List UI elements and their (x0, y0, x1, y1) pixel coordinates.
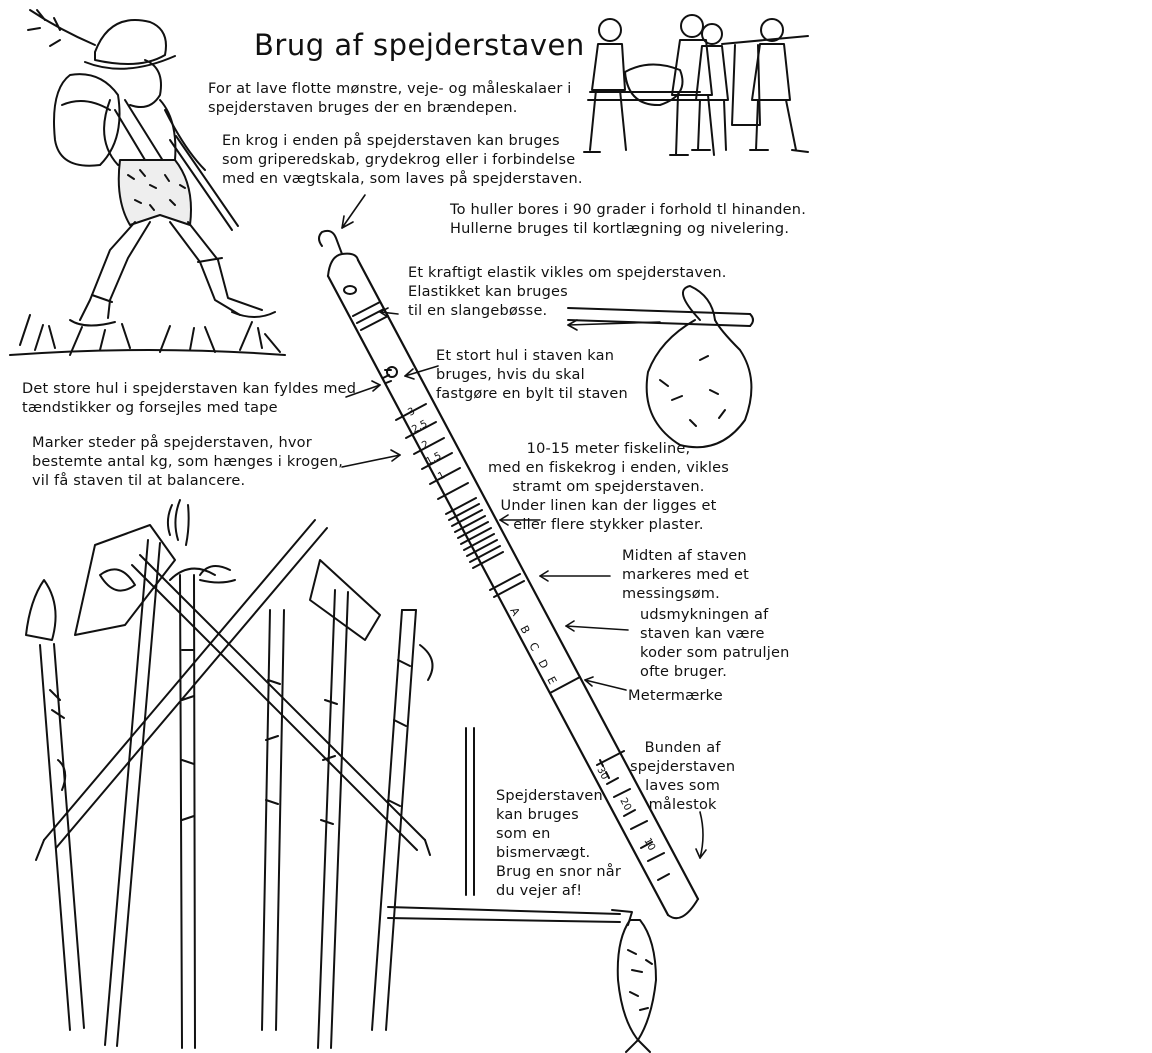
note-fishing-line: 10-15 meter fiskeline, med en fiskekrog … (488, 441, 729, 533)
scale-label: 1 (436, 470, 447, 483)
page-title: Brug af spejderstaven (254, 28, 585, 62)
note-big-hole: Et stort hul i staven kan bruges, hvis d… (436, 348, 628, 402)
note-meter-mark: Metermærke (628, 688, 723, 704)
bundle-on-stick-drawing (567, 285, 754, 449)
staff-weight-scale: 3 2.5 2 1.5 1 (406, 406, 447, 483)
scale-label: 1.5 (424, 450, 443, 467)
steelyard-fish-drawing (387, 727, 657, 1053)
note-weight-scale: Marker steder på spejderstaven, hvor bes… (32, 435, 344, 489)
hiking-scout-drawing (9, 9, 286, 356)
main-scout-staff-drawing (318, 229, 700, 920)
note-middle-mark: Midten af staven markeres med et messing… (622, 548, 749, 602)
ruler-label: 20 (617, 796, 633, 812)
note-burning-pen: For at lave flotte mønstre, veje- og mål… (208, 81, 572, 116)
note-decoration: udsmykningen af staven kan være koder so… (640, 607, 790, 680)
note-hook: En krog i enden på spejderstaven kan bru… (222, 133, 583, 187)
note-elastic: Et kraftigt elastik vikles om spejdersta… (408, 265, 727, 319)
decorated-staffs-drawing (25, 499, 434, 1049)
scouts-carrying-drawing (583, 14, 809, 156)
staff-letter-codes: A B C D E (507, 605, 559, 686)
ruler-label: 30 (594, 765, 610, 781)
scale-label: 3 (406, 406, 417, 419)
scale-label: 2.5 (410, 418, 429, 435)
note-drilled-holes: To huller bores i 90 grader i forhold tl… (450, 202, 807, 237)
note-steelyard: Spejderstaven kan bruges som en bismervæ… (496, 788, 622, 899)
note-matches: Det store hul i spejderstaven kan fyldes… (22, 381, 357, 416)
scale-label: 2 (420, 439, 431, 452)
annotation-arrows (341, 194, 707, 859)
ruler-label: 10 (641, 836, 657, 852)
note-ruler-bottom: Bunden af spejderstaven laves som målest… (630, 740, 736, 813)
staff-ruler-scale: 30 20 10 (594, 765, 657, 852)
